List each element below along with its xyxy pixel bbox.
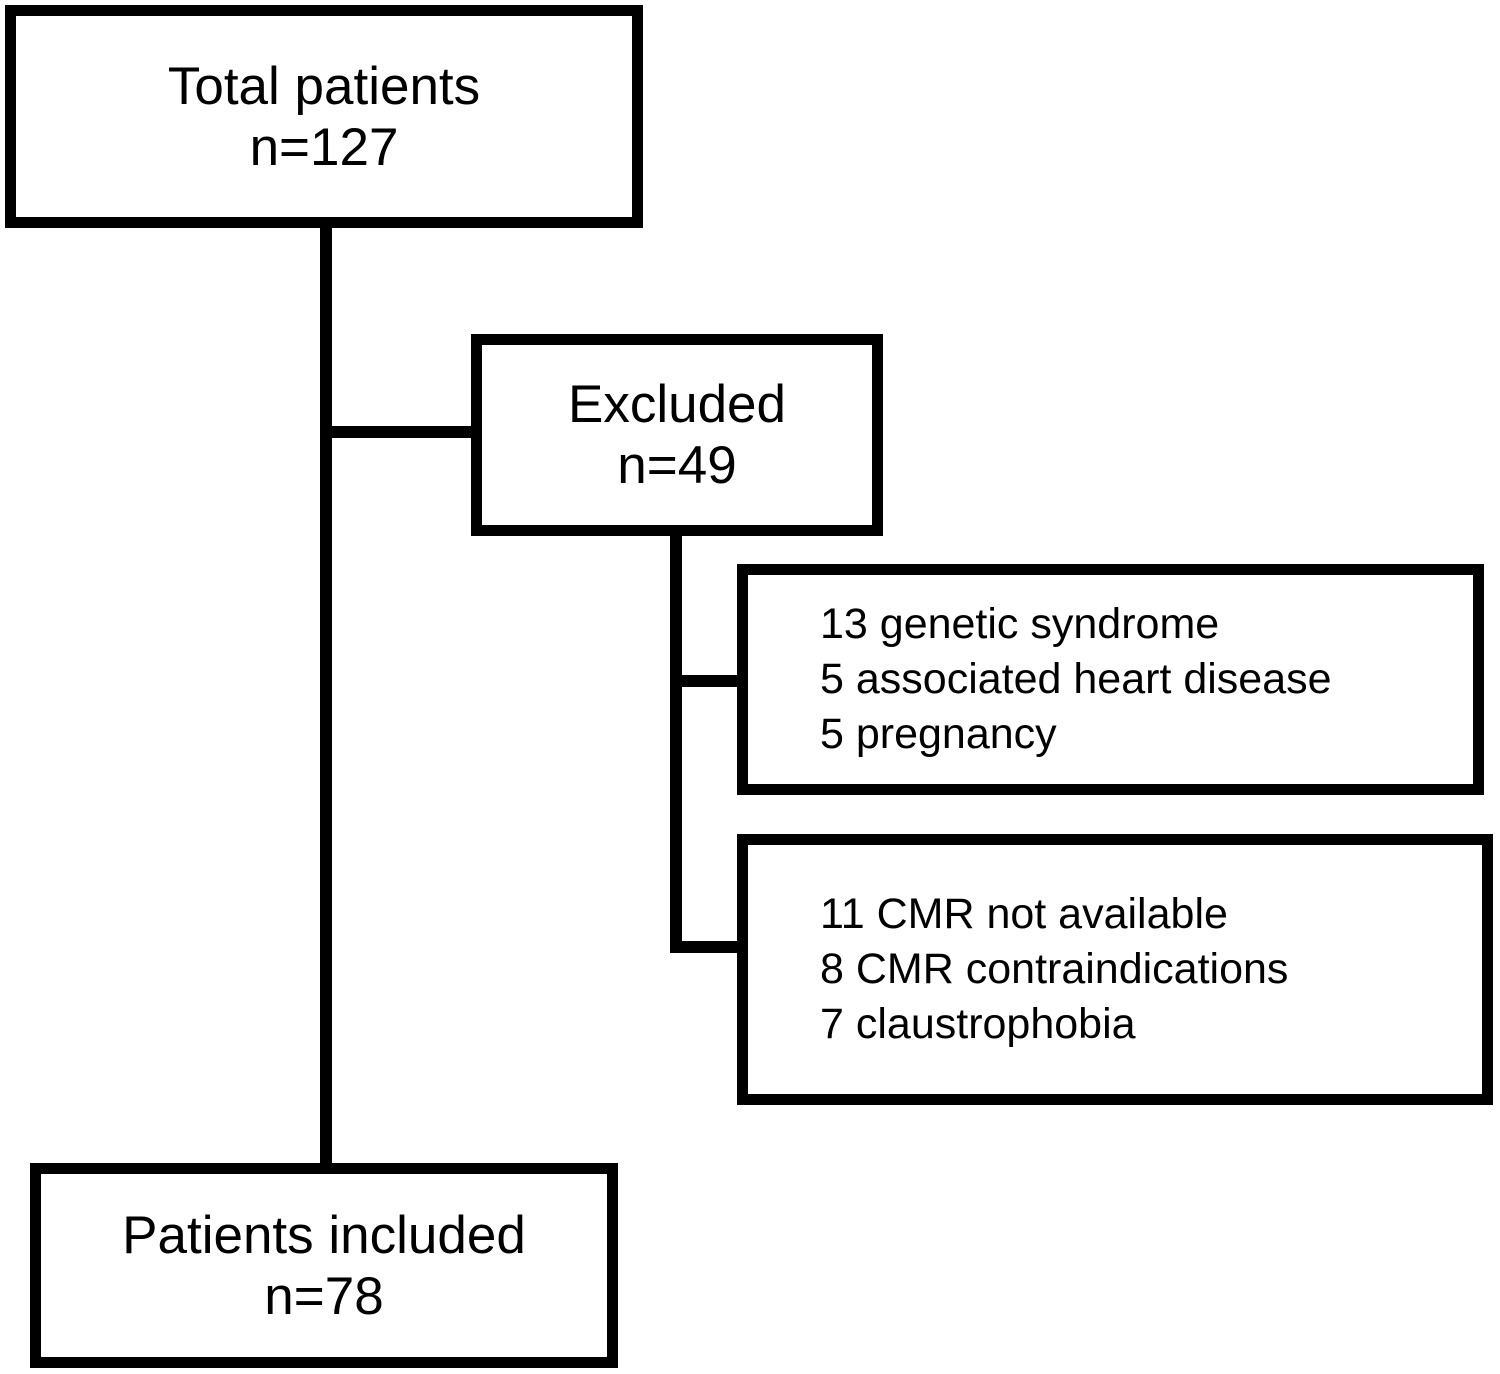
patients-included-count: n=78: [264, 1266, 384, 1326]
patients-included-box: Patients included n=78: [30, 1163, 618, 1368]
patients-included-label: Patients included: [122, 1205, 526, 1265]
exclusion-reasons-box-1: 13 genetic syndrome 5 associated heart d…: [737, 564, 1484, 795]
connector-total-to-included: [320, 222, 332, 1174]
exclusion-reason: 13 genetic syndrome: [820, 600, 1220, 648]
exclusion-reason: 11 CMR not available: [820, 890, 1228, 938]
excluded-box: Excluded n=49: [471, 334, 883, 536]
exclusion-reasons-box-2: 11 CMR not available 8 CMR contraindicat…: [737, 834, 1493, 1105]
total-patients-label: Total patients: [167, 56, 481, 116]
excluded-label: Excluded: [567, 375, 787, 434]
exclusion-reason: 5 associated heart disease: [820, 655, 1332, 703]
excluded-count: n=49: [617, 436, 737, 495]
connector-excluded-branch: [670, 530, 682, 953]
connector-to-excluded-box: [326, 426, 477, 438]
exclusion-reason: 8 CMR contraindications: [820, 945, 1289, 993]
total-patients-count: n=127: [249, 117, 399, 177]
connector-to-exclusion-reasons-2: [676, 941, 743, 953]
total-patients-box: Total patients n=127: [5, 5, 643, 228]
connector-to-exclusion-reasons-1: [676, 675, 743, 687]
exclusion-reason: 7 claustrophobia: [820, 1000, 1136, 1048]
exclusion-reason: 5 pregnancy: [820, 710, 1057, 758]
